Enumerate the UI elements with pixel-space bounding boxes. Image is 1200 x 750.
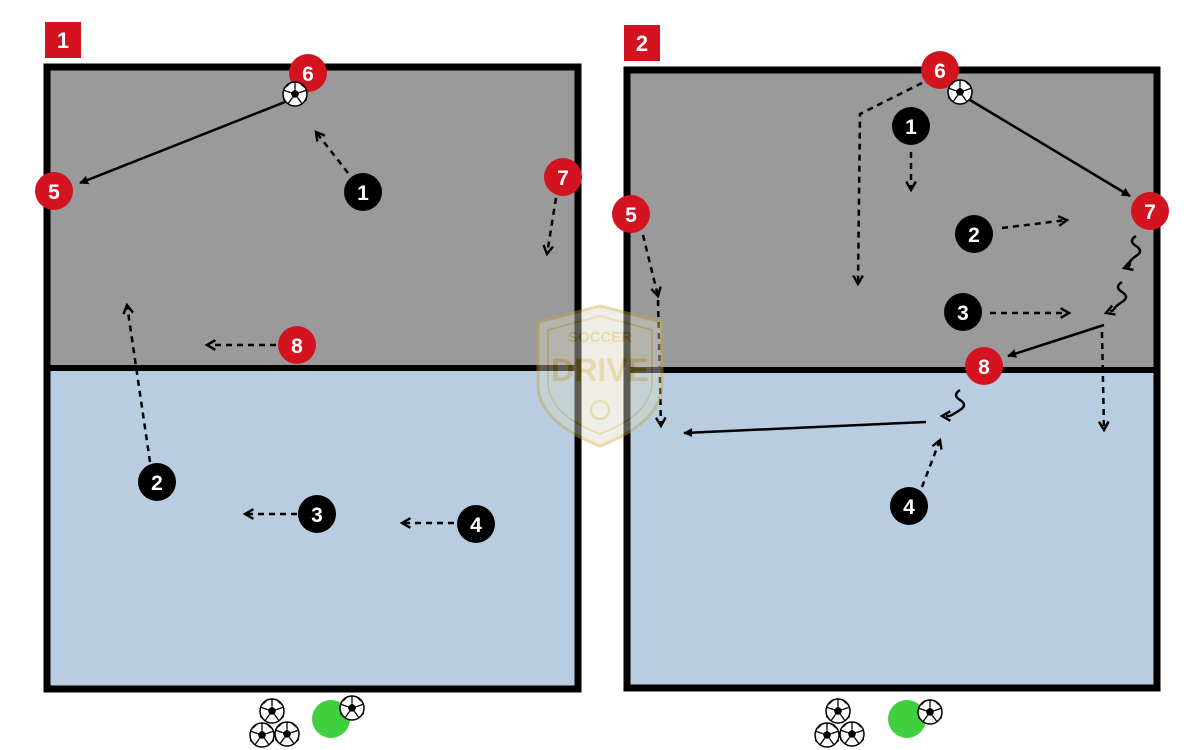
svg-text:2: 2 <box>636 31 648 56</box>
run-arrow <box>858 81 923 284</box>
svg-text:4: 4 <box>903 496 915 519</box>
svg-text:7: 7 <box>557 167 569 190</box>
defender-marker-8: 8 <box>965 347 1003 385</box>
pass-arrow <box>79 98 291 185</box>
defender-marker-6: 6 <box>921 51 959 89</box>
svg-text:3: 3 <box>311 504 323 527</box>
dribble-arrow <box>1112 280 1128 311</box>
svg-text:1: 1 <box>905 116 917 139</box>
pass-arrow <box>683 420 927 438</box>
run-arrow <box>127 305 152 463</box>
field-border <box>623 66 1161 692</box>
attacker-marker-2: 2 <box>138 463 176 501</box>
svg-text:6: 6 <box>302 63 314 86</box>
ball-supply <box>249 698 300 748</box>
pass-arrow <box>1007 323 1105 358</box>
attacker-marker-2: 2 <box>955 215 993 253</box>
soccer-ball-icon <box>947 79 973 105</box>
defender-marker-8: 8 <box>278 326 316 364</box>
diagram-2: 2 6 5 7 <box>612 25 1169 748</box>
run-arrow <box>920 440 940 488</box>
svg-text:5: 5 <box>625 204 637 227</box>
soccer-ball-icon <box>917 699 943 725</box>
svg-text:DRIVE: DRIVE <box>551 352 649 388</box>
coach-marker-icon <box>888 700 926 738</box>
pass-arrow <box>969 98 1131 198</box>
soccer-drive-watermark: SOCCER DRIVE <box>536 304 664 448</box>
svg-text:2: 2 <box>151 472 163 495</box>
dribble-arrow <box>1106 310 1114 313</box>
attacking-zone <box>627 370 1157 688</box>
attacker-marker-4: 4 <box>890 487 928 525</box>
attacker-marker-1: 1 <box>892 107 930 145</box>
svg-text:3: 3 <box>957 302 969 325</box>
diagram-label: 1 <box>45 22 81 58</box>
run-arrow <box>316 132 349 174</box>
svg-text:6: 6 <box>934 60 946 83</box>
run-arrow <box>1102 331 1104 430</box>
soccer-ball-icon <box>339 695 365 721</box>
defender-marker-5: 5 <box>612 195 650 233</box>
svg-text:7: 7 <box>1144 201 1156 224</box>
svg-text:4: 4 <box>470 514 482 537</box>
attacker-marker-4: 4 <box>457 505 495 543</box>
defensive-zone <box>627 70 1157 370</box>
attacker-marker-3: 3 <box>944 293 982 331</box>
svg-text:SOCCER: SOCCER <box>568 329 632 346</box>
diagram-1: 1 6 5 7 8 1 <box>35 22 582 748</box>
svg-text:1: 1 <box>57 28 69 53</box>
defender-marker-7: 7 <box>1131 192 1169 230</box>
dribble-arrow <box>949 388 966 418</box>
ball-supply <box>814 698 865 748</box>
svg-text:5: 5 <box>48 181 60 204</box>
attacker-marker-3: 3 <box>298 495 336 533</box>
svg-text:2: 2 <box>968 224 980 247</box>
soccer-ball-icon <box>282 81 308 107</box>
diagram-label: 2 <box>624 25 660 61</box>
dribble-arrow <box>1124 266 1130 268</box>
defensive-zone <box>47 67 578 368</box>
defender-marker-5: 5 <box>35 172 73 210</box>
svg-text:1: 1 <box>357 182 369 205</box>
attacker-marker-1: 1 <box>344 173 382 211</box>
defender-marker-7: 7 <box>544 158 582 196</box>
run-arrow <box>547 197 558 254</box>
svg-text:8: 8 <box>291 335 303 358</box>
svg-text:8: 8 <box>978 356 990 379</box>
